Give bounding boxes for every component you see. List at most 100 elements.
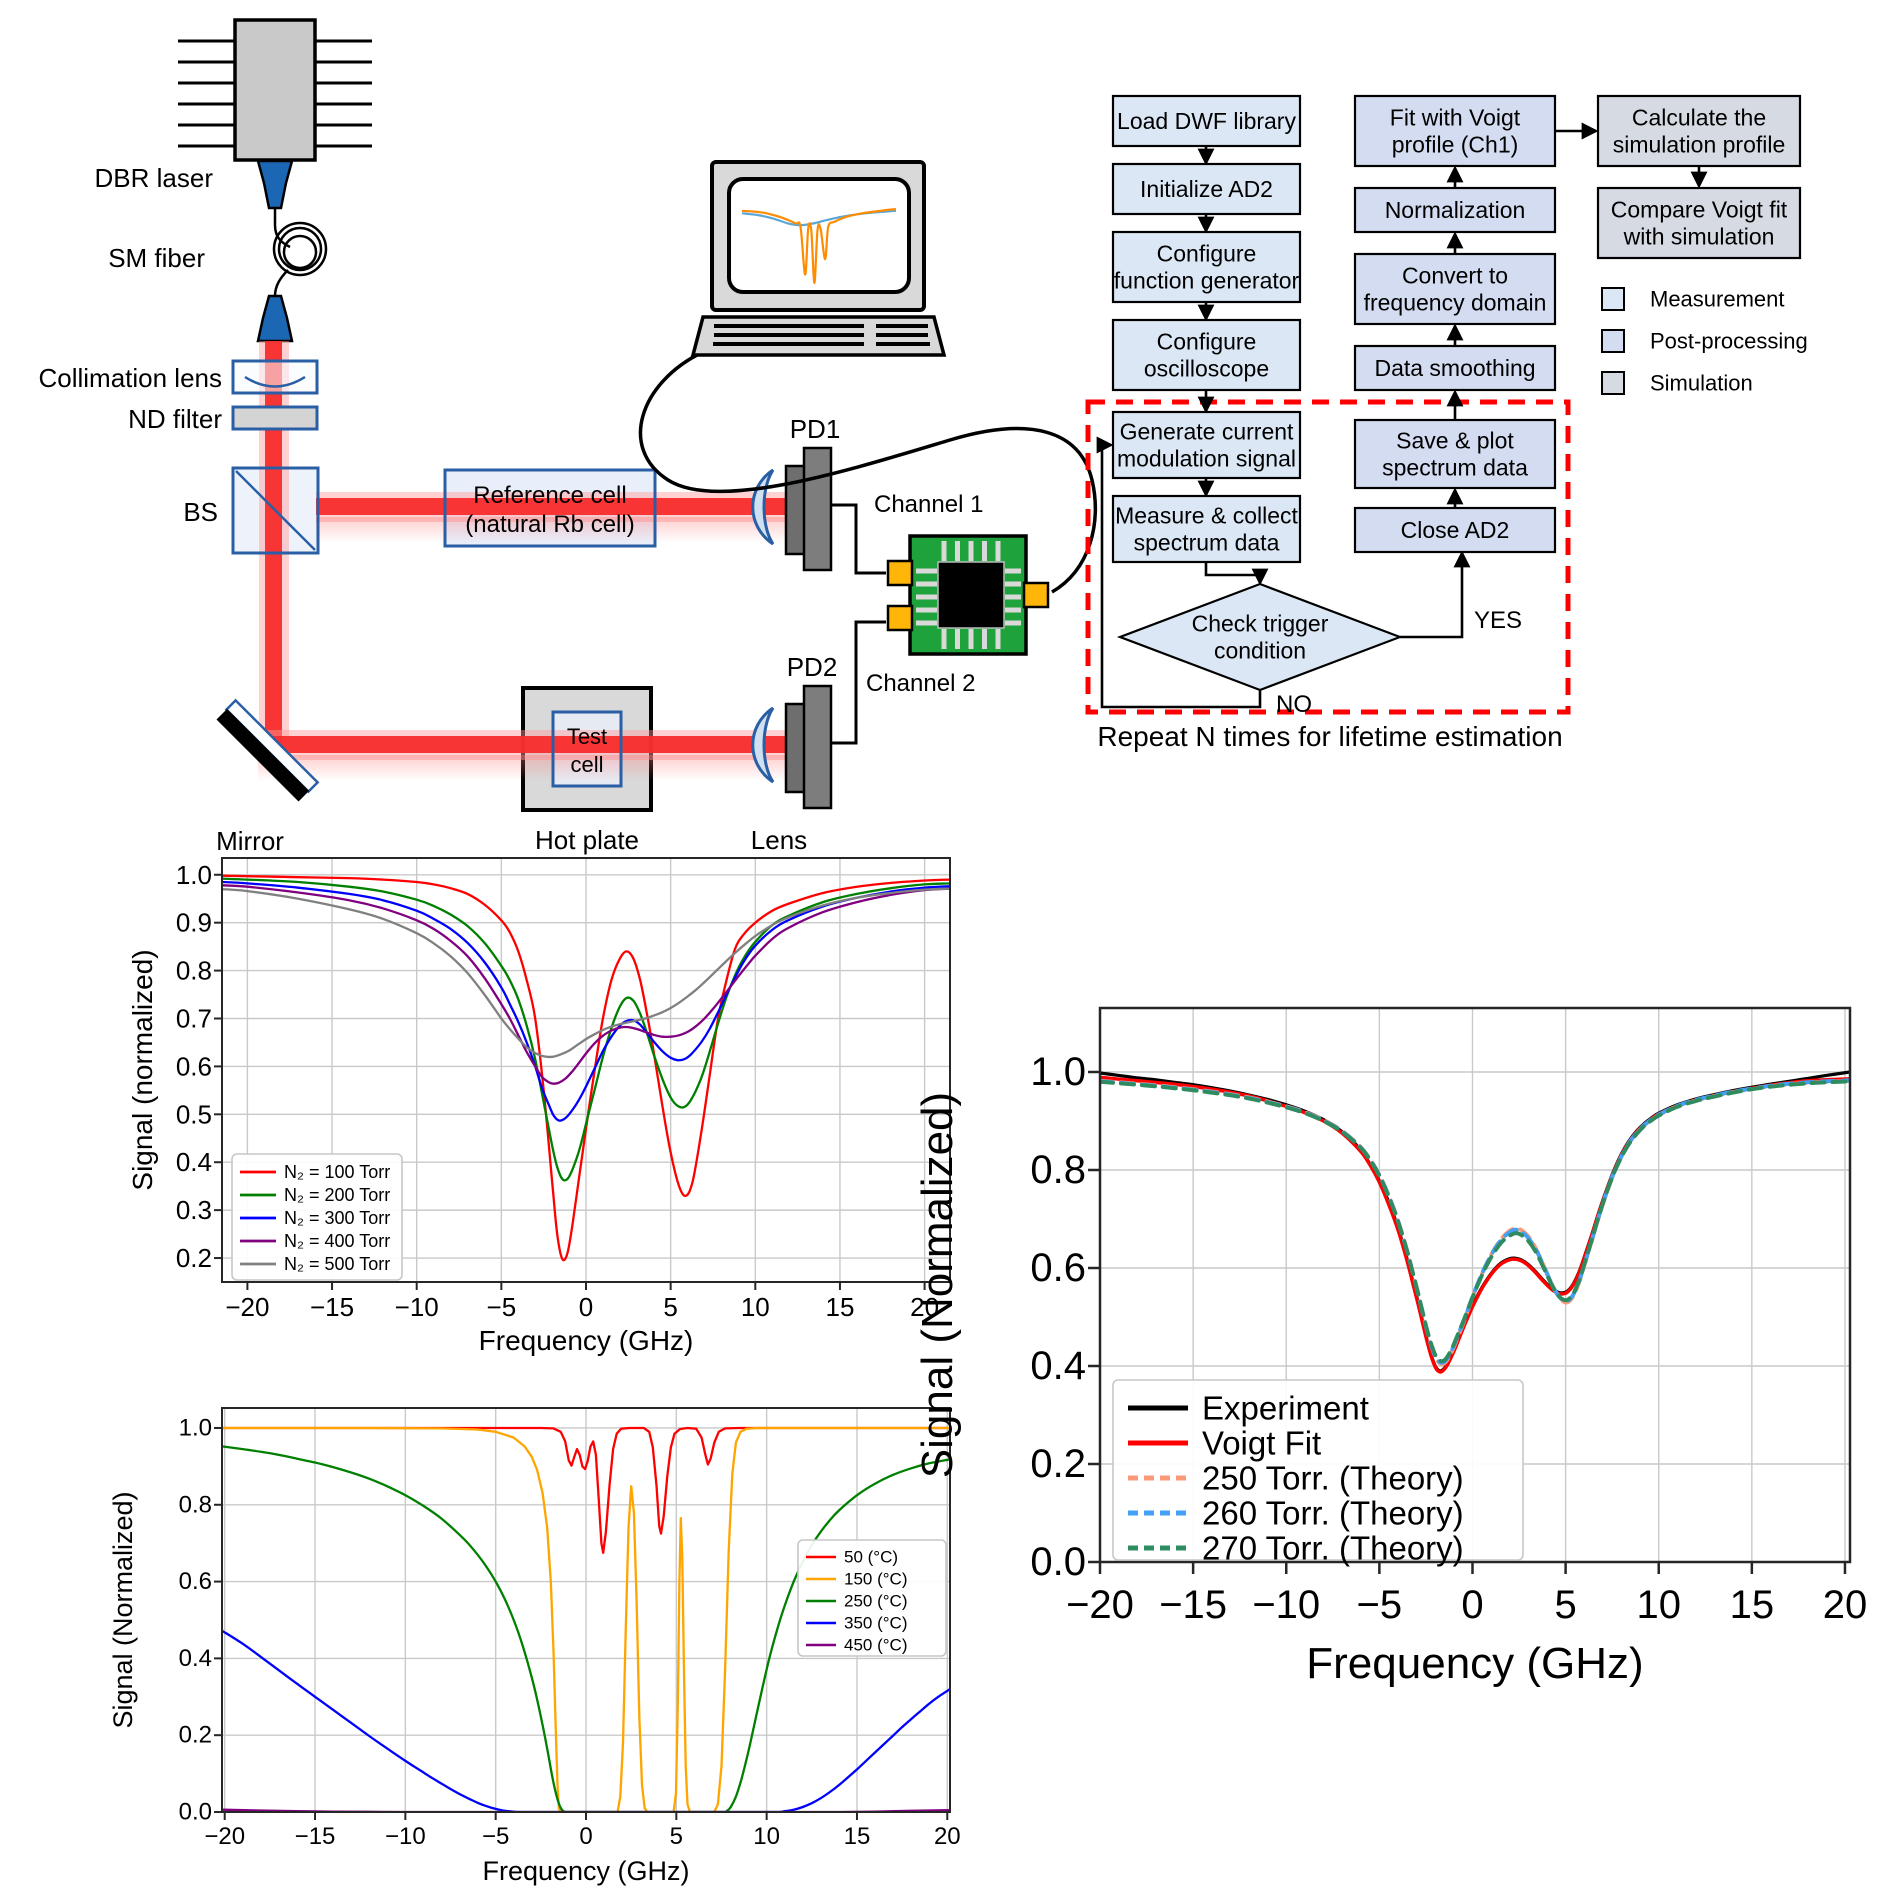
flow-node-text: modulation signal <box>1117 446 1296 472</box>
optical-setup-diagram: DBR laser SM fiber Collimation lens ND f… <box>38 18 1098 856</box>
reference-cell-label-2: (natural Rb cell) <box>465 511 634 538</box>
legend-label-theory-270: 270 Torr. (Theory) <box>1202 1530 1464 1567</box>
flow-node-text: function generator <box>1114 268 1300 294</box>
flow-node-text: Close AD2 <box>1401 517 1510 543</box>
ytick-label: 0.4 <box>179 1645 212 1672</box>
wire-channel-2 <box>831 620 886 745</box>
chart-n2-pressure-ylabel: Signal (normalized) <box>127 949 158 1190</box>
channel-2-label: Channel 2 <box>866 670 975 697</box>
ytick-label: 0.4 <box>1030 1344 1086 1388</box>
fiber-lead-out <box>273 269 289 297</box>
xtick-label: 20 <box>910 1292 939 1322</box>
xtick-label: 5 <box>1554 1583 1576 1627</box>
flow-node-text: Configure <box>1157 241 1257 267</box>
xtick-label: 10 <box>741 1292 770 1322</box>
chart-temperature-ylabel: Signal (Normalized) <box>108 1491 138 1728</box>
legend-label-t-250: 250 (°C) <box>844 1592 907 1611</box>
flow-node-text: Measure & collect <box>1115 503 1298 529</box>
laser-pins-layer <box>178 39 372 148</box>
laptop-screen <box>727 177 911 294</box>
xtick-label: 20 <box>934 1823 961 1850</box>
xtick-label: −15 <box>310 1292 354 1322</box>
series-n2-100 <box>222 874 950 1262</box>
flow-node-text: Check trigger <box>1192 611 1329 637</box>
legend-label-theory-260: 260 Torr. (Theory) <box>1202 1495 1464 1532</box>
flow-node-text: simulation profile <box>1613 132 1786 158</box>
pcb-stubs <box>916 541 1021 649</box>
laser-beams <box>258 341 794 781</box>
ytick-label: 0.3 <box>176 1195 212 1225</box>
xtick-label: 0 <box>579 1292 593 1322</box>
hot-plate-label: Hot plate <box>535 825 639 855</box>
ytick-label: 1.0 <box>1030 1050 1086 1094</box>
ad2-chip-label: AD2 <box>946 580 997 610</box>
flow-node-text: Load DWF library <box>1117 108 1296 134</box>
legend-label-voigt-fit: Voigt Fit <box>1202 1425 1321 1462</box>
lens-label: Lens <box>751 825 807 855</box>
xtick-label: 0 <box>1461 1583 1483 1627</box>
series-n2-500 <box>222 887 950 1059</box>
chart-temperature-xlabel: Frequency (GHz) <box>482 1856 689 1886</box>
ytick-label: 0.6 <box>179 1568 212 1595</box>
flow-node-text: spectrum data <box>1382 455 1528 481</box>
photodetector-pd2 <box>784 684 833 810</box>
legend-label-theory-250: 250 Torr. (Theory) <box>1202 1460 1464 1497</box>
pd1-label: PD1 <box>790 414 841 444</box>
flow-node-text: Generate current <box>1120 419 1294 445</box>
reference-cell <box>443 468 657 548</box>
ad2-port-ch2 <box>886 604 914 632</box>
mirror <box>216 698 320 802</box>
dbr-laser-body <box>233 18 317 162</box>
legend-label-n2-100: N₂ = 100 Torr <box>284 1162 390 1182</box>
xtick-label: −15 <box>1159 1583 1227 1627</box>
flow-node-text: Fit with Voigt <box>1390 105 1521 131</box>
chart-temperature-legend: 50 (°C)150 (°C)250 (°C)350 (°C)450 (°C) <box>797 1539 947 1657</box>
nd-filter <box>231 405 319 431</box>
flow-node-text: Save & plot <box>1396 428 1514 454</box>
chart-voigt-fit-series <box>1100 1070 1850 1374</box>
xtick-label: 15 <box>825 1292 854 1322</box>
ytick-label: 0.4 <box>176 1147 212 1177</box>
xtick-label: 20 <box>1823 1583 1868 1627</box>
xtick-label: −20 <box>204 1823 245 1850</box>
flow-node-normalization: Normalization <box>1353 186 1557 234</box>
test-cell-label-1: Test <box>567 724 607 749</box>
xtick-label: −20 <box>225 1292 269 1322</box>
xtick-label: −15 <box>295 1823 336 1850</box>
ytick-label: 0.6 <box>176 1051 212 1081</box>
flow-node-text: Convert to <box>1402 263 1508 289</box>
ytick-label: 0.2 <box>1030 1442 1086 1486</box>
fiber-lead-in <box>273 208 291 249</box>
chart-voigt-fit-ylabel: Signal (Normalized) <box>913 1092 962 1478</box>
xtick-label: −10 <box>385 1823 426 1850</box>
mirror-label: Mirror <box>216 826 284 856</box>
flow-node-text: Initialize AD2 <box>1140 176 1273 202</box>
xtick-label: 10 <box>753 1823 780 1850</box>
flow-arrow-6 <box>1096 436 1262 709</box>
legend-label-experiment: Experiment <box>1202 1390 1369 1427</box>
collimation-lens-label: Collimation lens <box>38 363 222 393</box>
fiber-coupler-bottom <box>256 294 294 343</box>
usb-cable <box>638 350 1098 594</box>
xtick-label: 15 <box>844 1823 871 1850</box>
wire-channel-1 <box>831 503 886 575</box>
flow-node-text: Configure <box>1157 329 1257 355</box>
ytick-label: 0.0 <box>179 1799 212 1826</box>
xtick-label: 0 <box>579 1823 592 1850</box>
flow-node-text: profile (Ch1) <box>1392 132 1519 158</box>
flow-node-text: condition <box>1214 638 1306 664</box>
